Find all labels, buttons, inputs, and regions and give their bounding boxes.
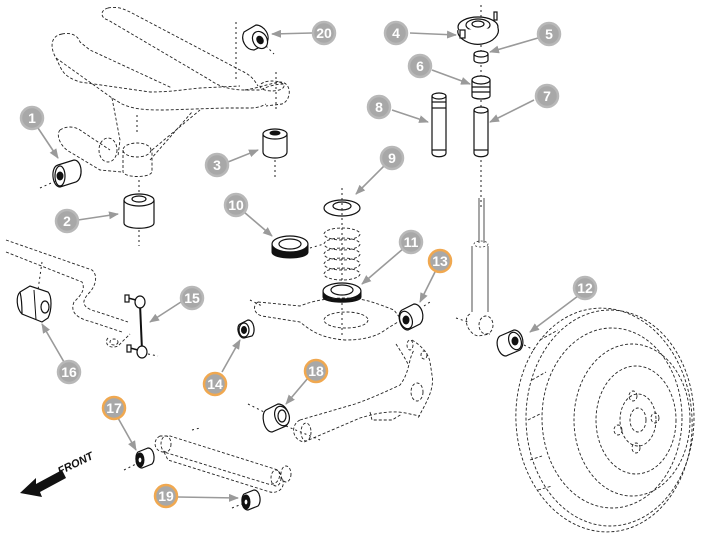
callout-1[interactable]: 1 [19, 105, 45, 131]
svg-text:3: 3 [213, 157, 221, 173]
callouts: 1 2 3 4 5 6 7 8 9 10 11 12 13 14 15 16 1… [19, 20, 598, 509]
callout-17[interactable]: 17 [101, 395, 127, 421]
callout-20[interactable]: 20 [311, 20, 337, 46]
callout-18[interactable]: 18 [303, 358, 329, 384]
callout-13[interactable]: 13 [427, 248, 453, 274]
svg-text:1: 1 [28, 110, 36, 126]
bushing-1 [39, 159, 82, 189]
front-label: FRONT [56, 450, 96, 478]
callout-19[interactable]: 19 [153, 483, 179, 509]
svg-text:7: 7 [543, 88, 551, 104]
callout-4[interactable]: 4 [383, 20, 409, 46]
callout-2[interactable]: 2 [54, 208, 80, 234]
bushing-19 [231, 489, 261, 511]
shock-absorber [455, 160, 494, 337]
svg-text:8: 8 [375, 99, 383, 115]
svg-text:10: 10 [228, 197, 244, 213]
bearing-10 [271, 235, 325, 259]
lower-spring-seat-11 [322, 282, 362, 303]
svg-text:20: 20 [316, 25, 332, 41]
bushing-13 [398, 301, 431, 331]
svg-text:18: 18 [308, 363, 324, 379]
svg-text:11: 11 [404, 234, 419, 250]
bushing-5 [473, 50, 489, 64]
svg-text:16: 16 [61, 364, 77, 380]
callout-8[interactable]: 8 [366, 94, 392, 120]
callout-15[interactable]: 15 [179, 285, 205, 311]
callout-6[interactable]: 6 [407, 53, 433, 79]
svg-text:17: 17 [106, 400, 122, 416]
bushing-3 [262, 128, 288, 178]
sway-bar-bushing-16 [16, 285, 52, 323]
svg-text:12: 12 [577, 280, 593, 296]
bushing-2 [123, 180, 155, 246]
bushing-14 [237, 319, 255, 339]
front-direction-indicator: FRONT [20, 450, 97, 497]
svg-text:4: 4 [392, 25, 400, 41]
callout-11[interactable]: 11 [398, 229, 424, 255]
svg-text:6: 6 [416, 58, 424, 74]
lower-link [154, 427, 292, 493]
bump-stop-6 [471, 75, 491, 100]
callout-3[interactable]: 3 [204, 152, 230, 178]
svg-text:14: 14 [207, 376, 223, 392]
front-arrow-icon [20, 470, 66, 497]
dust-boot-8 [431, 92, 447, 158]
bushing-20 [242, 24, 275, 55]
svg-text:5: 5 [545, 26, 553, 42]
knuckle-trailing-arm [285, 339, 433, 443]
callout-5[interactable]: 5 [536, 21, 562, 47]
sway-bar-link-15 [124, 294, 159, 359]
dust-boot-7 [473, 106, 489, 158]
svg-text:13: 13 [432, 253, 448, 269]
shock-bushing-12 [496, 329, 535, 357]
callout-9[interactable]: 9 [379, 145, 405, 171]
wheel-tire [515, 307, 695, 533]
callout-7[interactable]: 7 [534, 83, 560, 109]
callout-14[interactable]: 14 [202, 371, 228, 397]
upper-control-arm [51, 7, 290, 177]
leader-lines [37, 29, 579, 502]
callout-12[interactable]: 12 [572, 275, 598, 301]
sway-bar [5, 239, 131, 348]
callout-16[interactable]: 16 [56, 359, 82, 385]
bushing-18 [247, 403, 291, 433]
lower-spring-arm [249, 297, 401, 341]
svg-text:9: 9 [388, 150, 396, 166]
svg-text:2: 2 [63, 213, 71, 229]
svg-text:19: 19 [158, 488, 174, 504]
bushing-17 [123, 447, 155, 471]
callout-10[interactable]: 10 [223, 192, 249, 218]
svg-text:15: 15 [184, 290, 200, 306]
coil-spring [323, 188, 361, 335]
